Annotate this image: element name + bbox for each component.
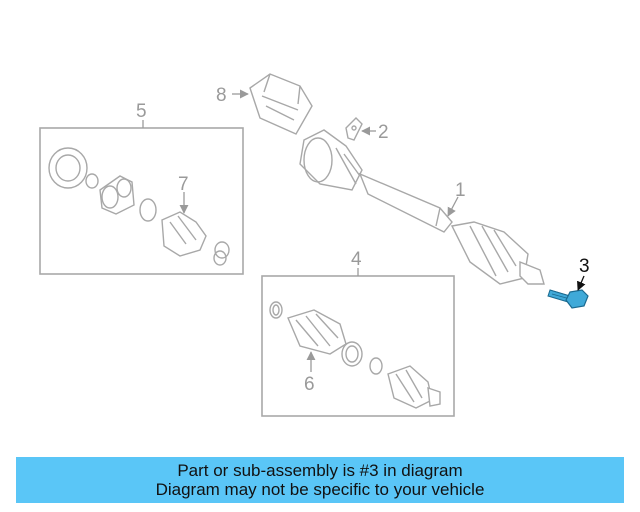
- info-banner: Part or sub-assembly is #3 in diagram Di…: [16, 457, 624, 503]
- callout-5[interactable]: 5: [136, 101, 147, 122]
- ring-part-box4[interactable]: [341, 341, 363, 367]
- callout-2[interactable]: 2: [378, 122, 389, 143]
- clamp-part-box4[interactable]: [269, 301, 283, 319]
- group-box-4: 4 6: [261, 249, 455, 417]
- group-box-5: 5 7: [39, 101, 244, 275]
- inner-joint-part-box4[interactable]: [387, 365, 441, 409]
- banner-line-1: Part or sub-assembly is #3 in diagram: [177, 461, 463, 480]
- banner-line-2: Diagram may not be specific to your vehi…: [155, 480, 485, 499]
- circlip-part[interactable]: [139, 198, 157, 222]
- clamp-small-part[interactable]: [213, 241, 230, 266]
- bracket-part-2[interactable]: [345, 117, 363, 141]
- boot-seal-part[interactable]: [48, 147, 88, 189]
- callout-7[interactable]: 7: [178, 174, 189, 195]
- callout-8[interactable]: 8: [216, 85, 227, 106]
- callout-4[interactable]: 4: [351, 249, 362, 270]
- axle-shaft-part-1[interactable]: [299, 129, 545, 285]
- callout-3[interactable]: 3: [579, 256, 590, 277]
- callout-6[interactable]: 6: [304, 374, 315, 395]
- bolt-part-3[interactable]: [547, 289, 589, 309]
- callout-1[interactable]: 1: [455, 180, 466, 201]
- boot-part-6[interactable]: [287, 309, 347, 355]
- outer-joint-part[interactable]: [99, 175, 135, 215]
- circlip-part-box4[interactable]: [369, 357, 383, 375]
- inner-boot-part[interactable]: [161, 211, 207, 257]
- dampener-part-8[interactable]: [249, 73, 313, 135]
- snap-ring-small-part[interactable]: [85, 173, 99, 189]
